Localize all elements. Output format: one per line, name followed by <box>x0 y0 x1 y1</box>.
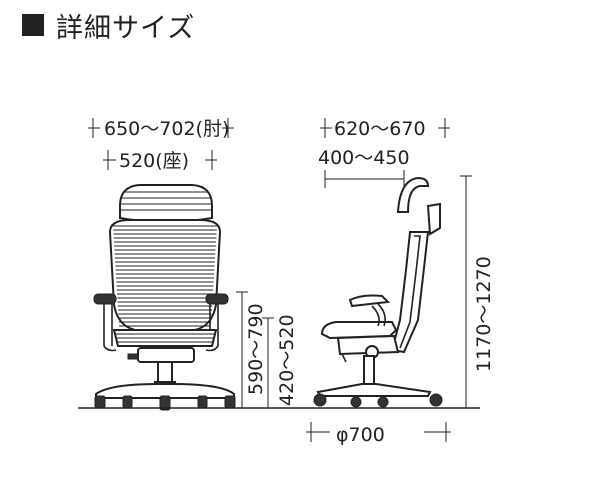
total-height-dimension: 1170〜1270 <box>460 175 495 409</box>
seat-depth-dimension: 400〜450 <box>318 147 410 188</box>
seat-width-label: 520(座) <box>119 150 189 172</box>
seat-depth-label: 400〜450 <box>318 147 410 169</box>
base-diameter-dimension: φ700 <box>306 422 451 446</box>
seat-height-dimension: 420〜520 <box>262 314 298 408</box>
section-title: 詳細サイズ <box>22 5 195 45</box>
front-view-chair <box>93 184 236 411</box>
seat-height-label: 420〜520 <box>276 314 298 406</box>
seat-width-dimension: 520(座) <box>103 150 217 172</box>
armrest-width-label: 650〜702(肘) <box>104 118 229 140</box>
armrest-height-dimension: 590〜790 <box>236 291 267 408</box>
side-view-chair <box>313 176 443 408</box>
black-square-icon <box>22 14 44 36</box>
total-height-label: 1170〜1270 <box>473 256 495 372</box>
total-depth-dimension: 620〜670 <box>320 118 450 140</box>
armrest-height-label: 590〜790 <box>245 303 267 395</box>
section-title-text: 詳細サイズ <box>56 12 196 44</box>
base-diameter-label: φ700 <box>336 424 385 446</box>
total-depth-label: 620〜670 <box>334 118 426 140</box>
armrest-width-dimension: 650〜702(肘) <box>88 118 234 140</box>
